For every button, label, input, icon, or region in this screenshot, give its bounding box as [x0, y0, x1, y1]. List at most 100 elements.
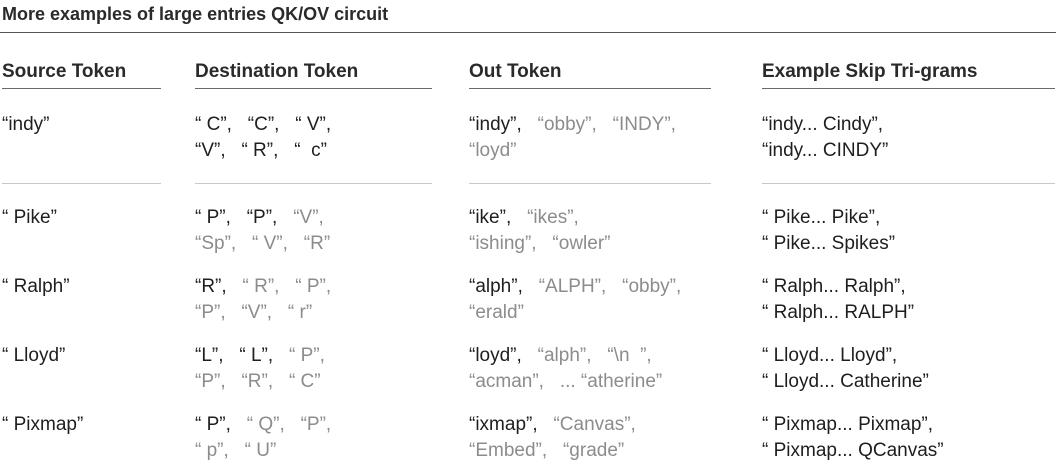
- source-token-cell: “ Ralph”: [2, 276, 70, 297]
- out-line: “erald”: [469, 300, 681, 326]
- example-trigram-line: “ Ralph... Ralph”,: [762, 276, 906, 297]
- destination-line: “R”, “ R”, “ P”,: [195, 274, 331, 300]
- out-token-cell: “indy”, “obby”, “INDY”,“loyd”: [469, 112, 676, 164]
- out-line: “ike”, “ikes”,: [469, 205, 610, 231]
- row-divider-source: [2, 183, 161, 184]
- out-token: “INDY”,: [612, 114, 676, 135]
- destination-line: “P”, “V”, “ r”: [195, 300, 331, 326]
- destination-token: “ L”,: [239, 345, 274, 366]
- destination-token: “ P”,: [195, 414, 231, 435]
- out-line: “Embed”, “grade”: [469, 438, 636, 464]
- example-trigram-line: “ Pixmap... Pixmap”,: [762, 414, 934, 435]
- header-divider-example: [762, 88, 1055, 89]
- destination-token: “ P”,: [288, 345, 325, 366]
- out-token: “ike”,: [469, 207, 512, 228]
- out-line: “alph”, “ALPH”, “obby”,: [469, 274, 681, 300]
- header-source-token: Source Token: [2, 61, 127, 82]
- example-trigram-cell: “ Ralph... Ralph”, “ Ralph... RALPH”: [762, 274, 914, 326]
- example-trigram-cell: “ Pike... Pike”,“ Pike... Spikes”: [762, 205, 895, 257]
- header-divider-out: [469, 88, 711, 89]
- destination-token-cell: “ P”, “ Q”, “P”,“ p”, “ U”: [195, 412, 331, 464]
- out-token: “Embed”,: [469, 440, 548, 461]
- destination-token: “R”,: [241, 371, 274, 392]
- destination-token: “Sp”,: [195, 233, 237, 254]
- header-out-token: Out Token: [469, 61, 562, 82]
- out-token: “alph”,: [537, 345, 592, 366]
- destination-token-cell: “R”, “ R”, “ P”,“P”, “V”, “ r”: [195, 274, 331, 326]
- example-trigram-line: “ Pixmap... QCanvas”: [762, 440, 944, 461]
- destination-token: “R”,: [195, 276, 227, 297]
- destination-token: “V”,: [195, 140, 226, 161]
- destination-token: “P”,: [195, 302, 226, 323]
- destination-line: “ P”, “P”, “V”,: [195, 205, 330, 231]
- destination-line: “Sp”, “ V”, “R”: [195, 231, 330, 257]
- out-line: “ixmap”, “Canvas”,: [469, 412, 636, 438]
- source-token-cell: “indy”: [2, 114, 50, 135]
- destination-token: “ U”: [244, 440, 277, 461]
- out-token: “owler”: [552, 233, 611, 254]
- destination-line: “L”, “ L”, “ P”,: [195, 343, 325, 369]
- destination-token: “ P”,: [195, 207, 231, 228]
- out-token-cell: “ike”, “ikes”,“ishing”, “owler”: [469, 205, 610, 257]
- out-line: “ishing”, “owler”: [469, 231, 610, 257]
- destination-line: “P”, “R”, “ C”: [195, 369, 325, 395]
- out-token: “Canvas”,: [553, 414, 636, 435]
- destination-token-cell: “ C”, “C”, “ V”,“V”, “ R”, “ c”: [195, 112, 331, 164]
- destination-token: “ V”,: [252, 233, 288, 254]
- destination-token: “ C”,: [195, 114, 232, 135]
- out-token-cell: “ixmap”, “Canvas”,“Embed”, “grade”: [469, 412, 636, 464]
- row-divider-out: [469, 183, 711, 184]
- out-token: “acman”,: [469, 371, 544, 392]
- destination-token: “P”,: [246, 207, 278, 228]
- out-token: “indy”,: [469, 114, 522, 135]
- out-token: “alph”,: [469, 276, 523, 297]
- out-line: “indy”, “obby”, “INDY”,: [469, 112, 676, 138]
- destination-token: “P”,: [300, 414, 332, 435]
- destination-token: “ C”: [288, 371, 321, 392]
- out-token: “ishing”,: [469, 233, 537, 254]
- example-trigram-line: “indy... Cindy”,: [762, 114, 884, 135]
- out-line: “acman”, ... “atherine”: [469, 369, 662, 395]
- out-token: “ixmap”,: [469, 414, 538, 435]
- source-token-cell: “ Lloyd”: [2, 345, 66, 366]
- destination-token: “ c”: [294, 140, 327, 161]
- destination-token: “ V”,: [295, 114, 332, 135]
- out-line: “loyd”, “alph”, “\n ”,: [469, 343, 662, 369]
- out-token-cell: “alph”, “ALPH”, “obby”,“erald”: [469, 274, 681, 326]
- out-token: “obby”,: [622, 276, 682, 297]
- example-trigram-cell: “ Lloyd... Lloyd”, “ Lloyd... Catherine”: [762, 343, 929, 395]
- page-title: More examples of large entries QK/OV cir…: [2, 4, 389, 24]
- destination-token: “ R”,: [241, 140, 279, 161]
- out-token: “obby”,: [537, 114, 597, 135]
- title-divider: [0, 32, 1056, 33]
- destination-token: “ P”,: [295, 276, 332, 297]
- destination-line: “ p”, “ U”: [195, 438, 331, 464]
- source-token-cell: “ Pike”: [2, 207, 57, 228]
- out-token: “ALPH”,: [538, 276, 607, 297]
- header-destination-token: Destination Token: [195, 61, 359, 82]
- row-divider-example: [762, 183, 1055, 184]
- row-divider-destination: [195, 183, 432, 184]
- destination-token-cell: “L”, “ L”, “ P”,“P”, “R”, “ C”: [195, 343, 325, 395]
- out-token: “grade”: [562, 440, 625, 461]
- out-token: “\n ”,: [607, 345, 652, 366]
- destination-line: “ C”, “C”, “ V”,: [195, 112, 331, 138]
- destination-token: “ R”,: [242, 276, 280, 297]
- out-token-cell: “loyd”, “alph”, “\n ”,“acman”, ... “athe…: [469, 343, 662, 395]
- example-trigram-line: “ Ralph... RALPH”: [762, 302, 915, 323]
- destination-token-cell: “ P”, “P”, “V”,“Sp”, “ V”, “R”: [195, 205, 330, 257]
- example-trigram-line: “ Lloyd... Lloyd”,: [762, 345, 898, 366]
- example-trigram-line: “ Lloyd... Catherine”: [762, 371, 929, 392]
- destination-token: “V”,: [241, 302, 273, 323]
- header-divider-destination: [195, 88, 432, 89]
- destination-token: “R”: [303, 233, 331, 254]
- header-example-skip-trigrams: Example Skip Tri-grams: [762, 61, 978, 82]
- destination-token: “C”,: [247, 114, 280, 135]
- example-trigram-line: “ Pike... Spikes”: [762, 233, 896, 254]
- header-divider-source: [2, 88, 161, 89]
- out-token: “ikes”,: [527, 207, 579, 228]
- destination-token: “V”,: [293, 207, 324, 228]
- example-trigram-cell: “ Pixmap... Pixmap”, “ Pixmap... QCanvas”: [762, 412, 944, 464]
- destination-token: “ p”,: [195, 440, 229, 461]
- destination-token: “P”,: [195, 371, 226, 392]
